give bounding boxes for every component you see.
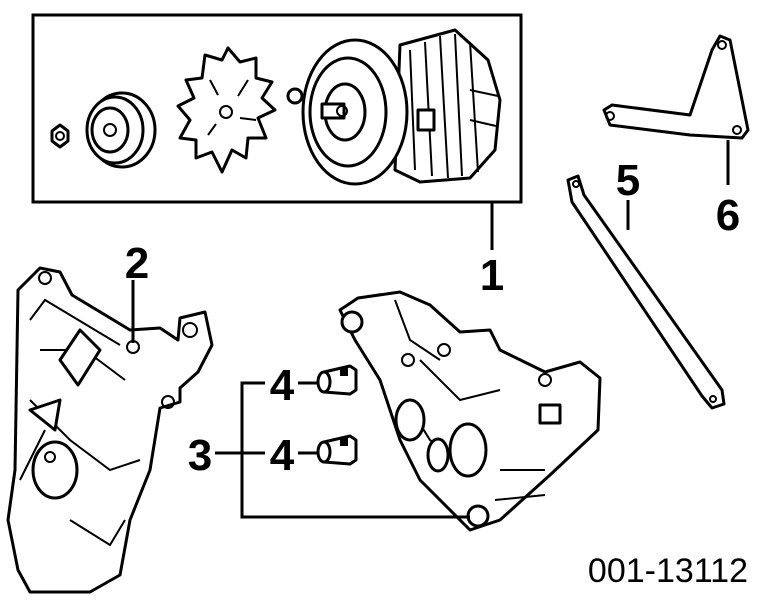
alternator-assembly-group: 1: [31, 13, 523, 300]
callout-4-upper: 4: [270, 361, 295, 410]
nut: [50, 123, 70, 149]
pulley: [85, 91, 157, 169]
leader-3-4: [215, 381, 470, 519]
bushing-lower: [316, 434, 358, 466]
callout-5: 5: [616, 156, 640, 205]
callout-2: 2: [125, 239, 149, 288]
bracket-right: [338, 290, 602, 532]
callout-3: 3: [188, 431, 212, 480]
bushing-upper: [316, 364, 358, 396]
alternator-group-frame: [31, 13, 523, 204]
fan: [176, 46, 277, 174]
brace-rod: 5: [566, 156, 726, 410]
callout-1: 1: [480, 251, 504, 300]
callout-6: 6: [716, 191, 740, 240]
alternator: [286, 28, 502, 186]
callout-4-lower: 4: [270, 431, 295, 480]
diagram-code: 001-13112: [588, 552, 748, 590]
bracket-left: 2: [6, 239, 214, 594]
strap-bracket: 6: [602, 34, 750, 240]
